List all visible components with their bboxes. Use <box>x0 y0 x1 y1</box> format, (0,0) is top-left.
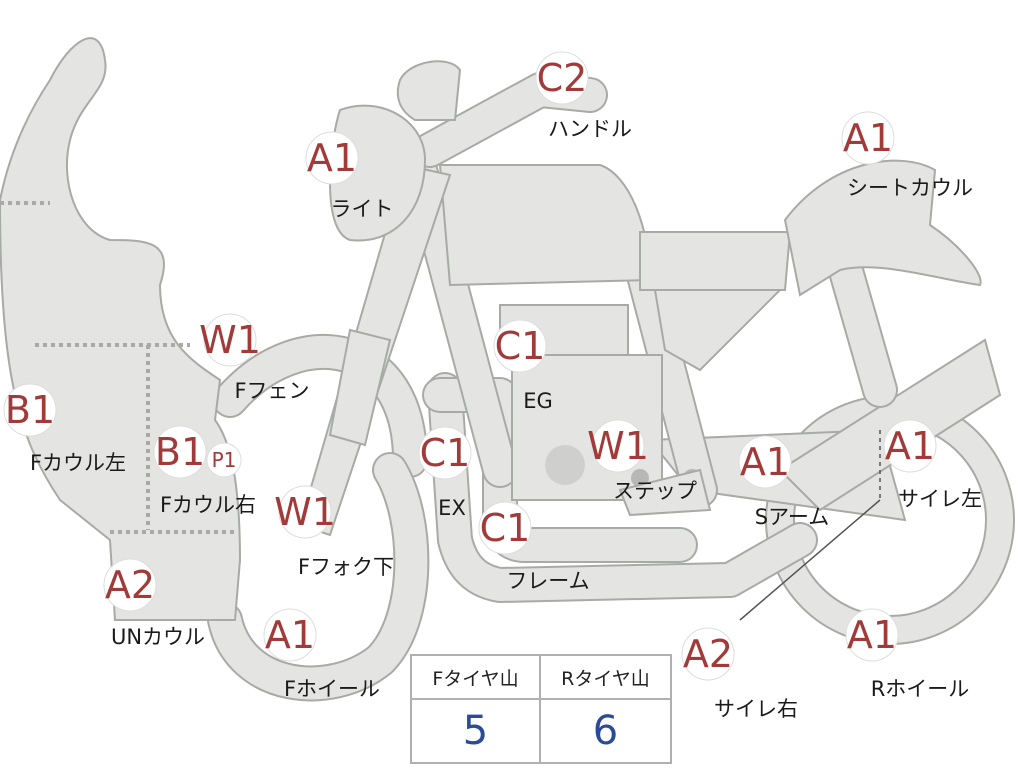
grade-text: A1 <box>847 613 897 657</box>
grade-badge <box>263 608 317 662</box>
grade-badge <box>418 426 472 480</box>
grade-text: A1 <box>265 613 315 657</box>
part-marker-a1-silencer-l: A1 サイレ左 <box>883 419 982 511</box>
grade-text: A1 <box>885 424 935 468</box>
step-shape <box>618 468 712 517</box>
grade-badge <box>3 383 57 437</box>
part-label: ステップ <box>613 479 697 503</box>
grade-badge <box>153 425 207 479</box>
seat-shape <box>639 231 792 372</box>
fuel-tank-shape <box>438 164 652 287</box>
grade-badge <box>681 627 735 681</box>
grade-badge <box>845 608 899 662</box>
seat-cowl-shape <box>783 159 982 297</box>
part-label: サイレ右 <box>714 697 798 721</box>
part-label: Fホイール <box>284 677 380 701</box>
front-fork-shape <box>298 163 452 537</box>
grade-text: A2 <box>105 563 155 607</box>
tire-tread-table: Fタイヤ山 Rタイヤ山 5 6 <box>410 654 672 764</box>
part-label: UNカウル <box>111 625 205 649</box>
part-label: Fカウル左 <box>30 451 126 475</box>
grade-badge <box>883 419 937 473</box>
part-marker-p1: P1 <box>206 442 242 478</box>
grade-badge <box>103 558 157 612</box>
front-tire-header: Fタイヤ山 <box>412 656 541 700</box>
grade-text: W1 <box>587 424 649 468</box>
grade-badge <box>305 131 359 185</box>
grade-badge <box>206 442 242 478</box>
grade-badge <box>591 419 645 473</box>
part-label: サイレ左 <box>898 487 982 511</box>
silencer-leaders <box>739 430 881 621</box>
part-label: Fフェン <box>234 379 309 403</box>
grade-text: A1 <box>843 116 893 160</box>
part-marker-a2-silencer-r: A2 サイレ右 <box>681 627 798 721</box>
part-marker-c2-handle: C2 ハンドル <box>535 51 632 141</box>
grade-text: W1 <box>274 490 336 534</box>
grade-badge <box>203 313 257 367</box>
grade-text: C1 <box>420 431 471 475</box>
grade-text: A2 <box>683 632 733 676</box>
part-label: Fカウル右 <box>160 493 256 517</box>
part-label: フレーム <box>506 569 589 593</box>
front-tire-value: 5 <box>412 700 541 762</box>
part-label: EG <box>523 389 553 413</box>
grade-text: A1 <box>740 440 790 484</box>
part-label: EX <box>438 496 466 520</box>
grade-badge <box>278 485 332 539</box>
rear-tire-header: Rタイヤ山 <box>541 656 670 700</box>
grade-text: B1 <box>155 430 205 474</box>
grade-text: C2 <box>537 56 588 100</box>
grade-text: W1 <box>199 318 261 362</box>
grade-badge <box>478 501 532 555</box>
grade-text: C1 <box>480 506 531 550</box>
grade-text: B1 <box>5 388 55 432</box>
part-marker-w1-step: W1 ステップ <box>587 419 697 503</box>
front-wheel-shape <box>207 452 430 702</box>
part-label: ハンドル <box>548 117 632 141</box>
part-marker-a1-seatcowl: A1 シートカウル <box>841 111 973 200</box>
grade-badge <box>841 111 895 165</box>
part-label: Fフォク下 <box>298 555 394 579</box>
part-label: ライト <box>331 197 394 221</box>
rear-tire-value: 6 <box>592 708 619 754</box>
part-label: Rホイール <box>871 677 970 701</box>
part-marker-c1-frame: C1 フレーム <box>478 501 590 593</box>
grade-text: A1 <box>307 136 357 180</box>
part-label: シートカウル <box>847 176 973 200</box>
part-label: Sアーム <box>755 505 829 529</box>
grade-badge <box>535 51 589 105</box>
part-marker-a1-light: A1 ライト <box>305 131 394 221</box>
grade-badge <box>493 319 547 373</box>
grade-text: P1 <box>212 448 237 472</box>
grade-text: C1 <box>495 324 546 368</box>
grade-badge <box>738 435 792 489</box>
